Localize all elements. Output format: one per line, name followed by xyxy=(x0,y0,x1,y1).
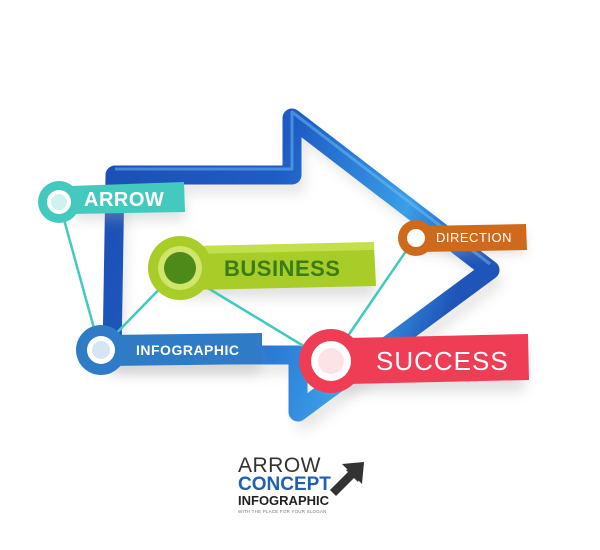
business-tag xyxy=(148,236,376,300)
diagonal-arrow-icon xyxy=(330,462,364,496)
business-label: BUSINESS xyxy=(224,256,341,281)
footer-line-arrow: ARROW xyxy=(238,454,321,477)
infographic-label: INFOGRAPHIC xyxy=(136,342,240,358)
footer-title: ARROW CONCEPT INFOGRAPHIC WITH THE PLACE… xyxy=(238,454,368,515)
footer-line-infographic: INFOGRAPHIC xyxy=(238,493,329,508)
success-tag xyxy=(299,329,529,393)
arrow-label: ARROW xyxy=(84,189,165,211)
success-label: SUCCESS xyxy=(376,346,509,376)
footer-slogan: WITH THE PLACE FOR YOUR SLOGAN xyxy=(238,509,327,514)
arrow-tag xyxy=(38,181,185,223)
direction-label: DIRECTION xyxy=(436,230,512,245)
footer-line-concept: CONCEPT xyxy=(238,474,331,495)
infographic-tag xyxy=(76,325,262,375)
direction-tag xyxy=(398,220,527,256)
